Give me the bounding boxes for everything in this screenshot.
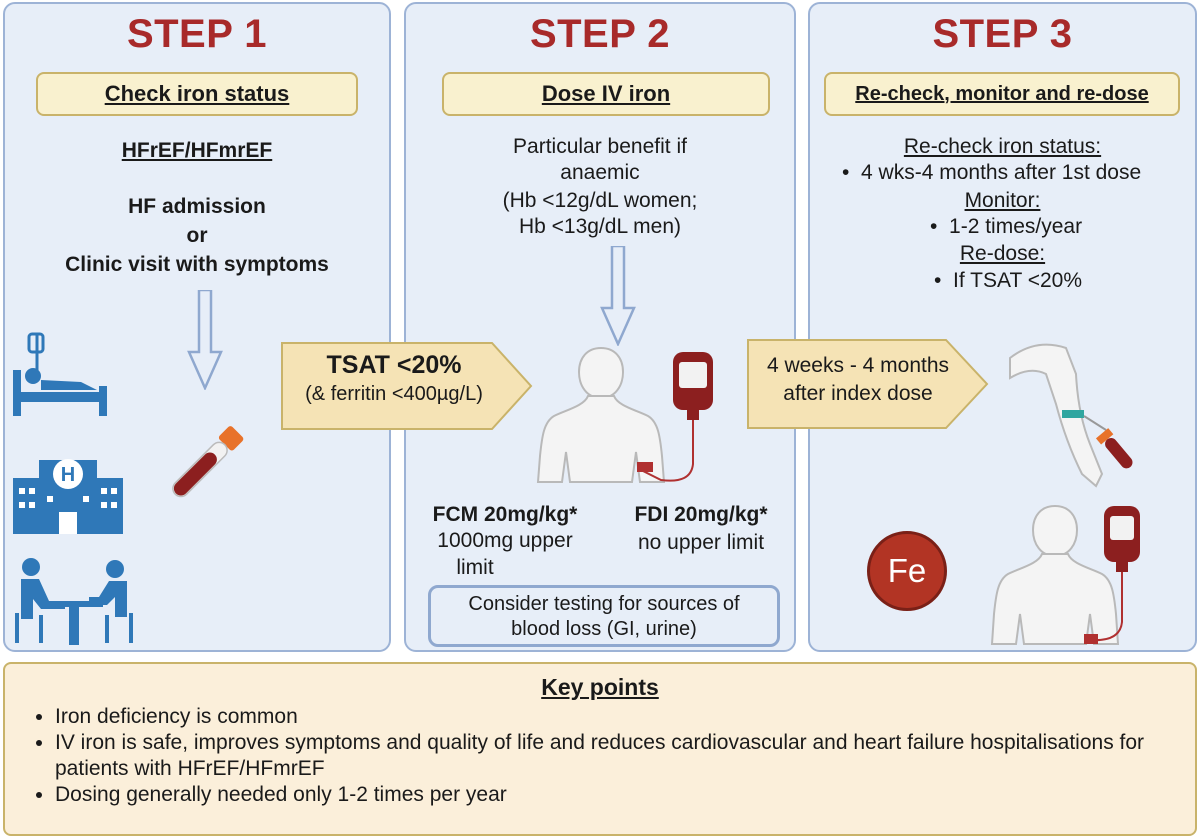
fcm-line2: limit (456, 556, 494, 579)
human-torso-icon (536, 346, 666, 483)
fcm-title: FCM 20mg/kg* (432, 503, 578, 526)
redose-heading: Re-dose: (959, 242, 1046, 265)
step2-title: STEP 2 (529, 12, 671, 56)
down-arrow-icon (187, 290, 223, 390)
consider-line2: blood loss (GI, urine) (511, 618, 697, 640)
svg-text:H: H (61, 464, 75, 486)
step1-trigger-line1: HF admission (128, 195, 266, 218)
step2-benefit-line1: Particular benefit if (513, 135, 687, 158)
consultation-icon (15, 558, 133, 645)
recheck-heading: Re-check iron status: (903, 135, 1102, 158)
key-points-box: Key points Iron deficiency is common IV … (3, 662, 1197, 836)
redose-item: • If TSAT <20% (934, 269, 1083, 292)
tsat-line2: (& ferritin <400µg/L) (305, 383, 483, 405)
fdi-title: FDI 20mg/kg* (634, 503, 768, 526)
step1-panel: STEP 1 Check iron status HFrEF/HFmrEF HF… (3, 2, 391, 652)
step2-benefit-line4: Hb <13g/dL men) (518, 215, 682, 238)
step3-label: Re-check, monitor and re-dose (824, 72, 1180, 116)
human-torso-icon (990, 504, 1120, 645)
consider-line1: Consider testing for sources of (468, 593, 740, 615)
consider-testing-box: Consider testing for sources of blood lo… (428, 585, 780, 647)
step1-title: STEP 1 (126, 12, 268, 56)
step2-benefit-line2: anaemic (560, 161, 640, 184)
fcm-line1: 1000mg upper (437, 529, 573, 552)
monitor-item: • 1-2 times/year (930, 215, 1083, 238)
key-point-item: Dosing generally needed only 1-2 times p… (55, 782, 1175, 808)
tsat-line1: TSAT <20% (326, 351, 462, 379)
followup-arrow-shape (747, 339, 989, 429)
hospital-building-icon: H (13, 459, 123, 534)
followup-line1: 4 weeks - 4 months (766, 354, 950, 377)
step1-trigger-line3: Clinic visit with symptoms (65, 253, 329, 276)
step3-title: STEP 3 (932, 12, 1073, 56)
monitor-heading: Monitor: (964, 189, 1041, 212)
step2-label: Dose IV iron (442, 72, 770, 116)
step1-trigger-line2: or (186, 224, 208, 247)
hospital-bed-icon (13, 332, 107, 416)
step1-label: Check iron status (36, 72, 358, 116)
iv-bag-icon (637, 352, 713, 482)
key-point-item: IV iron is safe, improves symptoms and q… (55, 730, 1175, 782)
step1-hf-type: HFrEF/HFmrEF (121, 139, 273, 162)
key-point-item: Iron deficiency is common (55, 704, 1175, 730)
fdi-line1: no upper limit (637, 531, 765, 554)
iv-bag-icon (1084, 506, 1140, 644)
step3-panel: STEP 3 Re-check, monitor and re-dose Re-… (808, 2, 1197, 652)
key-points-list: Iron deficiency is common IV iron is saf… (31, 704, 1175, 808)
recheck-item: • 4 wks-4 months after 1st dose (842, 161, 1142, 184)
tsat-arrow: TSAT <20% (& ferritin <400µg/L) (280, 341, 534, 431)
blood-tube-icon (172, 426, 244, 498)
down-arrow-icon (600, 246, 636, 346)
arm-blood-draw-icon (1009, 343, 1133, 488)
followup-arrow: 4 weeks - 4 months after index dose (746, 338, 990, 430)
followup-line2: after index dose (783, 382, 933, 405)
key-points-title: Key points (541, 674, 659, 700)
step2-panel: STEP 2 Dose IV iron Particular benefit i… (404, 2, 796, 652)
step2-benefit-line3: (Hb <12g/dL women; (502, 189, 698, 212)
iron-fe-icon: Fe (867, 531, 947, 611)
tsat-arrow-shape (281, 342, 533, 430)
